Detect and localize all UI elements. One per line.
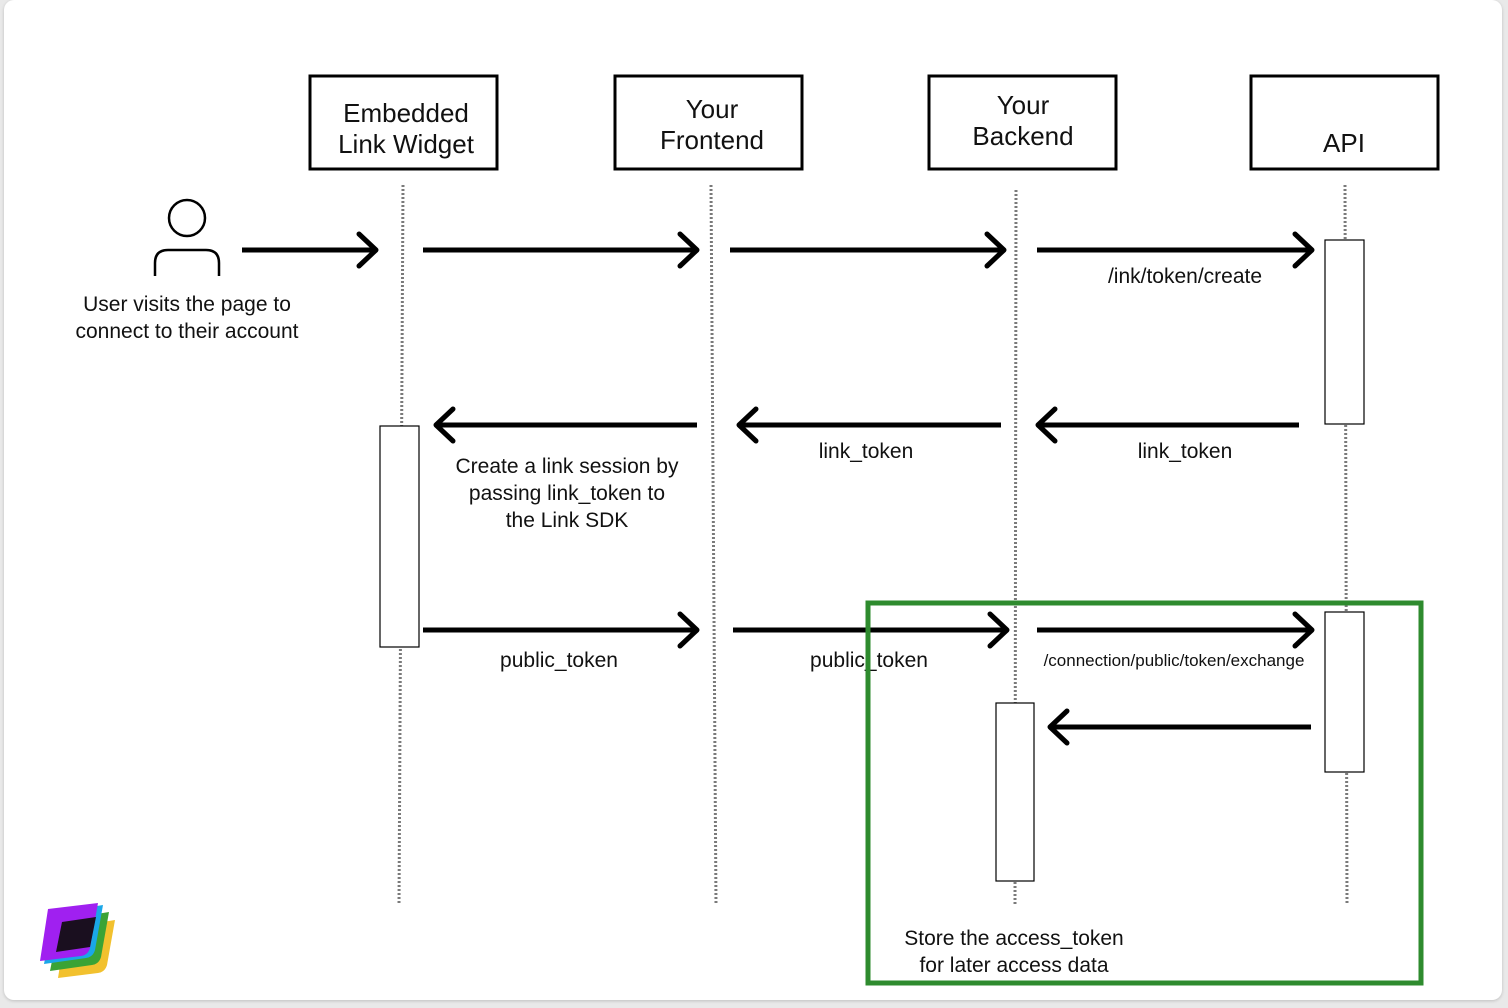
label-link-token-backend: link_token: [819, 440, 914, 463]
highlight-caption-line1: Store the access_token: [904, 927, 1123, 950]
label-exchange: /connection/public/token/exchange: [1044, 651, 1305, 670]
lifeline-backend: [1013, 189, 1018, 906]
arrow-frontend-to-widget: [433, 406, 697, 444]
user-caption-line1: User visits the page to: [83, 293, 291, 316]
participant-api: API: [1249, 74, 1440, 171]
label-link-token-create: /ink/token/create: [1108, 265, 1262, 288]
participant-label-line1: Embedded: [343, 98, 469, 128]
label-create-session-line2: passing link_token to: [469, 482, 665, 505]
highlight-box: [865, 600, 1424, 986]
participant-label-line1: Your: [997, 90, 1050, 120]
arrow-widget-to-frontend-public: [423, 611, 700, 649]
label-public-token-widget: public_token: [500, 649, 618, 672]
label-create-session-line3: the Link SDK: [506, 509, 629, 532]
user-icon: [153, 198, 221, 276]
arrow-frontend-to-backend: [730, 231, 1007, 269]
label-create-session-line1: Create a link session by: [456, 455, 679, 478]
label-link-token-api: link_token: [1138, 440, 1233, 463]
participant-label-line2: Frontend: [660, 125, 764, 155]
activation-widget: [379, 425, 420, 648]
activation-api-2: [1324, 611, 1365, 773]
participant-your-backend: Your Backend: [927, 74, 1118, 171]
arrow-api-to-backend: [1035, 406, 1299, 444]
arrow-api-to-backend-access: [1047, 708, 1311, 746]
stacked-layers-logo: [40, 903, 115, 978]
user-caption-line2: connect to their account: [76, 320, 299, 343]
arrow-widget-to-frontend: [423, 231, 700, 269]
participant-label-line2: API: [1323, 128, 1365, 158]
arrow-backend-to-api-exchange: [1037, 611, 1315, 649]
activation-backend: [995, 702, 1035, 882]
arrow-backend-to-api: [1037, 231, 1315, 269]
participant-your-frontend: Your Frontend: [613, 74, 804, 171]
arrow-backend-to-frontend: [736, 406, 1001, 444]
participant-label-line1: Your: [686, 94, 739, 124]
participant-label-line2: Backend: [972, 121, 1073, 151]
highlight-caption-line2: for later access data: [919, 954, 1108, 977]
activation-api-1: [1324, 239, 1365, 425]
lifeline-frontend: [709, 184, 718, 906]
arrow-user-to-widget: [242, 231, 379, 269]
participant-label-line2: Link Widget: [338, 129, 475, 159]
participant-embedded-link-widget: Embedded Link Widget: [308, 74, 499, 171]
